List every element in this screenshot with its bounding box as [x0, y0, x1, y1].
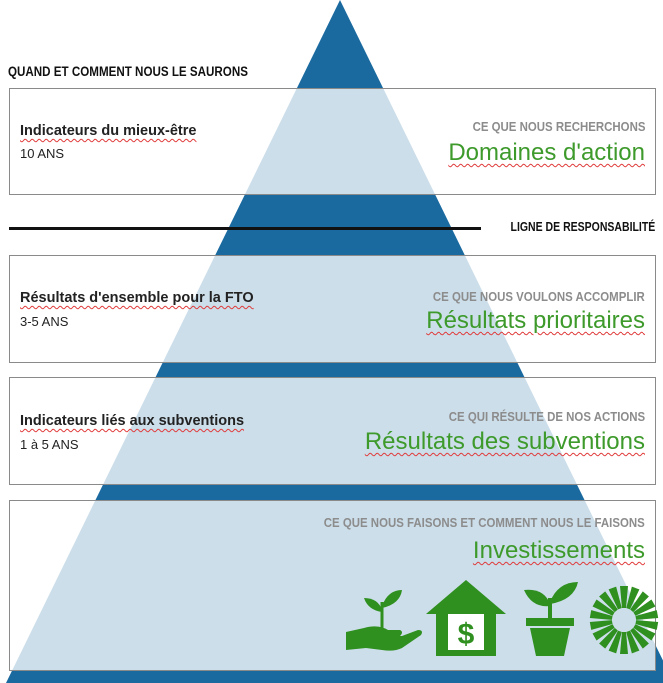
panel-grant-indicators: Indicateurs liés aux subventions 1 à 5 A… — [9, 377, 656, 485]
responsibility-label: LIGNE DE RESPONSABILITÉ — [510, 220, 655, 234]
responsibility-line — [9, 227, 481, 230]
result-label: Domaines d'action — [448, 139, 645, 166]
category-label: CE QUE NOUS VOULONS ACCOMPLIR — [433, 289, 645, 304]
indicator-title: Indicateurs liés aux subventions — [20, 413, 245, 429]
header-title: QUAND ET COMMENT NOUS LE SAURONS — [8, 64, 248, 79]
sunburst-icon — [589, 586, 659, 654]
category-label: CE QUE NOUS FAISONS ET COMMENT NOUS LE F… — [324, 515, 645, 530]
indicator-years: 10 ANS — [20, 146, 65, 161]
result-label: Résultats des subventions — [364, 428, 645, 455]
panel-overall-results: Résultats d'ensemble pour la FTO 3-5 ANS… — [9, 255, 656, 363]
svg-text:$: $ — [458, 618, 475, 651]
indicator-title: Indicateurs du mieux-être — [20, 123, 197, 139]
category-label: CE QUE NOUS RECHERCHONS — [472, 119, 645, 134]
category-label: CE QUI RÉSULTE DE NOS ACTIONS — [448, 409, 645, 424]
indicator-years: 1 à 5 ANS — [20, 437, 79, 452]
result-label: Investissements — [472, 537, 645, 564]
result-label: Résultats prioritaires — [426, 307, 645, 334]
house-dollar-icon: $ — [426, 580, 506, 656]
panel-wellbeing: Indicateurs du mieux-être 10 ANS CE QUE … — [9, 88, 656, 195]
potted-plant-icon — [524, 582, 578, 656]
investment-icons: $ — [344, 578, 659, 658]
indicator-title: Résultats d'ensemble pour la FTO — [20, 290, 254, 306]
hand-seedling-icon — [346, 590, 422, 651]
indicator-years: 3-5 ANS — [20, 314, 69, 329]
